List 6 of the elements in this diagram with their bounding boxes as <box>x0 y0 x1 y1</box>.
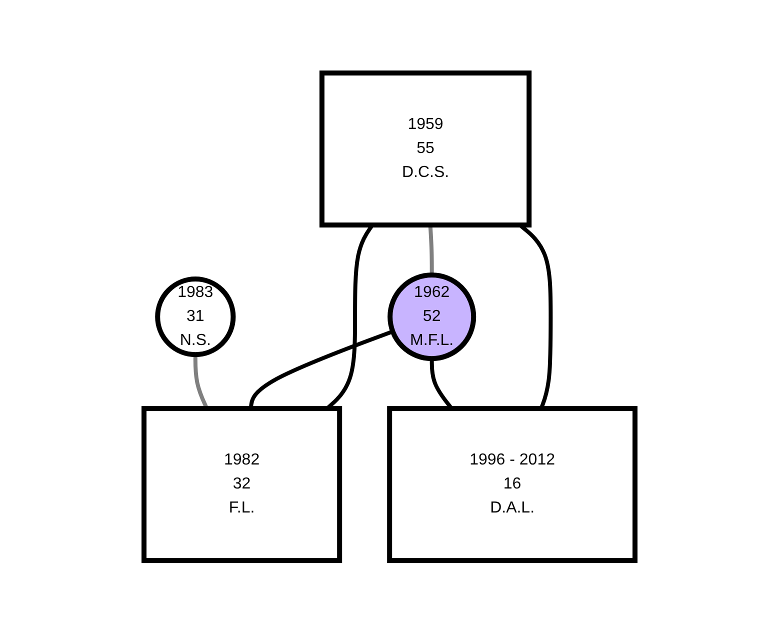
node-box: 1996 - 2012 16 D.A.L. <box>386 406 637 563</box>
node-circle: 1962 52 M.F.L. <box>387 272 476 361</box>
connector <box>428 224 434 275</box>
node-box: 1982 32 F.L. <box>141 406 342 563</box>
node-circle: 1983 31 N.S. <box>154 276 236 357</box>
node-box: 1959 55 D.C.S. <box>318 70 532 228</box>
